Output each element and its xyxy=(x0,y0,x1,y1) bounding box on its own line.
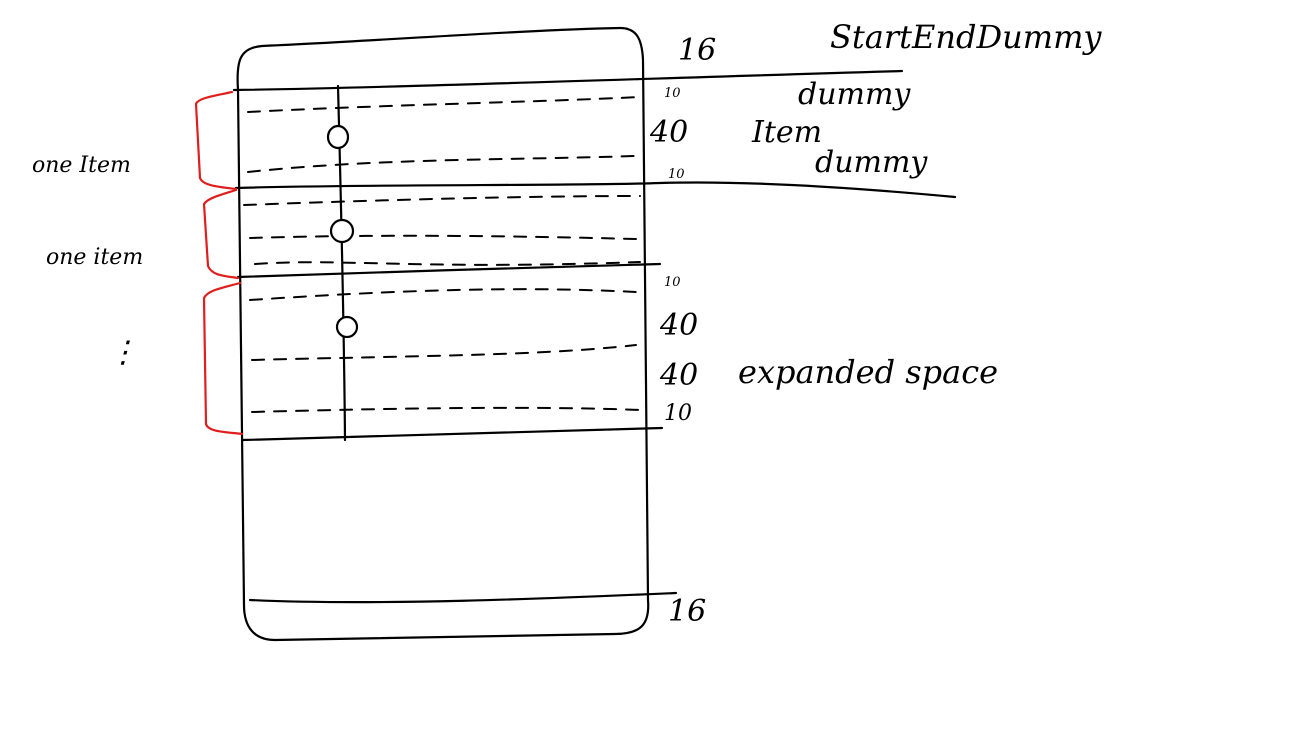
item-brace-2 xyxy=(202,188,240,280)
dashed-line xyxy=(243,195,641,206)
start-end-dummy-label: StartEndDummy xyxy=(830,18,1102,56)
third-dummy-size-label: 10 xyxy=(664,275,681,290)
item-label: Item xyxy=(751,115,822,150)
dashed-line xyxy=(247,155,635,173)
bottom-padding-label: 16 xyxy=(668,594,706,629)
ellipsis-label: ⋮ xyxy=(108,335,138,370)
one-item-label-1: one Item xyxy=(32,153,131,178)
separator-item3-end xyxy=(240,426,664,442)
container-outline xyxy=(236,26,650,642)
item-brace-1 xyxy=(194,90,238,191)
separator-bottom-padding xyxy=(248,591,678,604)
dashed-line xyxy=(249,234,637,240)
dummy-top-label: dummy xyxy=(798,77,911,112)
third-item-size-label: 40 xyxy=(659,308,698,343)
expanded-space-label: expanded space xyxy=(738,353,998,391)
dashed-line xyxy=(249,288,637,301)
dashed-line xyxy=(251,406,641,413)
dummy-bottom-label: dummy xyxy=(815,145,928,180)
dummy-bottom-size-label: 10 xyxy=(668,167,685,182)
expanded-size-label: 40 xyxy=(659,358,698,393)
timeline-node xyxy=(329,218,355,244)
separator-top xyxy=(232,69,904,92)
item-size-label: 40 xyxy=(649,115,688,150)
item-brace-3 xyxy=(202,281,244,436)
separator-item1-item2 xyxy=(234,181,957,199)
timeline-node xyxy=(335,315,359,339)
dashed-line xyxy=(247,96,641,113)
third-bottom-size-label: 10 xyxy=(664,401,692,426)
separator-item2-item3 xyxy=(236,262,662,279)
dashed-line xyxy=(251,344,637,361)
one-item-label-2: one item xyxy=(46,245,143,270)
timeline-node xyxy=(326,124,350,150)
dummy-top-size-label: 10 xyxy=(664,86,681,101)
top-padding-label: 16 xyxy=(678,33,716,68)
dashed-line xyxy=(254,261,641,266)
